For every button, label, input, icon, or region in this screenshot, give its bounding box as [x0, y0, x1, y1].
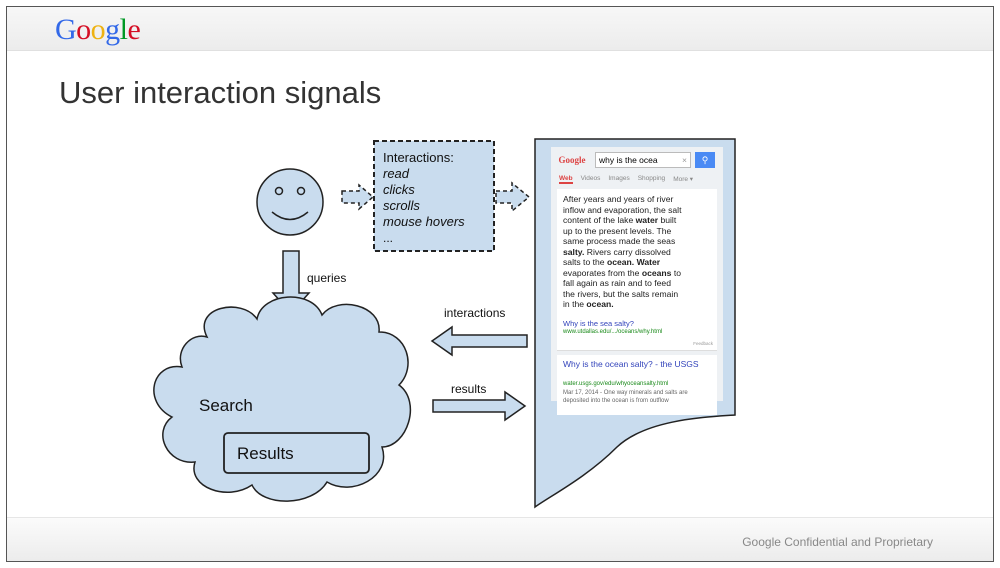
answer-line: in the ocean.: [563, 299, 614, 309]
mobile-tabs: Web Videos Images Shopping More ▾: [559, 175, 693, 184]
user-face-icon: [256, 168, 324, 236]
header-band: Google: [7, 7, 993, 51]
logo-letter: g: [105, 13, 120, 46]
answer-card: After years and years of river inflow an…: [557, 189, 717, 351]
dashed-arrow-to-box: [341, 183, 375, 211]
answer-link[interactable]: Why is the sea salty?: [563, 319, 634, 328]
interactions-label: interactions: [444, 306, 505, 320]
answer-line: up to the present levels. The: [563, 225, 672, 236]
mobile-search-input[interactable]: why is the ocea ×: [595, 152, 691, 168]
interaction-item: clicks: [383, 182, 415, 197]
result-title-link[interactable]: Why is the ocean salty? - the USGS: [563, 359, 699, 369]
logo-letter: l: [119, 13, 128, 46]
tab-shopping[interactable]: Shopping: [637, 175, 666, 182]
answer-text: After years and years of river inflow an…: [563, 194, 711, 310]
logo-letter: e: [127, 13, 141, 46]
results-box-label: Results: [237, 444, 294, 463]
answer-line: content of the lake water built: [563, 215, 677, 225]
logo-letter: G: [55, 13, 77, 46]
diagram: Interactions: read clicks scrolls mouse …: [153, 138, 736, 509]
query-text: why is the ocea: [599, 155, 658, 165]
answer-line: salts to the ocean. Water: [563, 257, 661, 267]
tab-more[interactable]: More ▾: [673, 176, 694, 183]
logo-letter: o: [76, 13, 91, 46]
answer-url: www.utdallas.edu/.../oceans/why.html: [563, 329, 663, 335]
interaction-item: read: [383, 166, 410, 181]
slide-title: User interaction signals: [59, 75, 382, 110]
queries-label: queries: [307, 271, 346, 285]
search-label: Search: [199, 396, 253, 415]
mobile-search-bar: Google why is the ocea × ⚲: [553, 149, 721, 171]
results-box: [223, 432, 370, 474]
search-icon[interactable]: ⚲: [695, 152, 715, 168]
interaction-item: ...: [383, 231, 393, 245]
tab-images[interactable]: Images: [608, 175, 630, 182]
answer-line: inflow and evaporation, the salt: [563, 204, 682, 215]
feedback-link[interactable]: Feedback: [693, 341, 713, 346]
answer-line: After years and years of river: [563, 194, 674, 204]
result-snippet: Mar 17, 2014 - One way minerals and salt…: [563, 390, 688, 404]
logo-letter: o: [90, 13, 106, 46]
interactions-arrow: [430, 325, 528, 357]
footer-band: Google Confidential and Proprietary: [7, 517, 993, 561]
answer-line: fall again as rain and to feed: [563, 278, 671, 288]
google-logo: Google: [55, 13, 141, 47]
tab-web[interactable]: Web: [559, 175, 573, 184]
results-arrow: [432, 390, 527, 422]
answer-line: evaporates from the oceans to: [563, 267, 682, 278]
footer-confidential: Google Confidential and Proprietary: [742, 535, 933, 549]
results-label: results: [451, 382, 486, 396]
result-url: water.usgs.gov/edu/whyoceansalty.html: [563, 381, 669, 387]
slide: Google User interaction signals Interact…: [6, 6, 994, 562]
answer-line: the rivers, but the salts remain: [563, 288, 679, 299]
dashed-arrow-to-phone: [495, 181, 531, 213]
interaction-item: mouse hovers: [383, 214, 465, 229]
answer-line: same process made the seas: [563, 236, 676, 246]
mini-google-logo: Google: [558, 155, 586, 165]
clear-icon[interactable]: ×: [682, 155, 687, 165]
answer-line: salty. Rivers carry dissolved: [563, 246, 671, 257]
interactions-heading: Interactions:: [383, 150, 454, 165]
result-card: Why is the ocean salty? - the USGS water…: [557, 355, 717, 415]
tab-videos[interactable]: Videos: [580, 175, 601, 182]
interaction-item: scrolls: [383, 198, 420, 213]
phone-screen-content: Google why is the ocea × ⚲ Web Videos Im…: [553, 149, 721, 415]
interactions-box: [373, 140, 495, 252]
